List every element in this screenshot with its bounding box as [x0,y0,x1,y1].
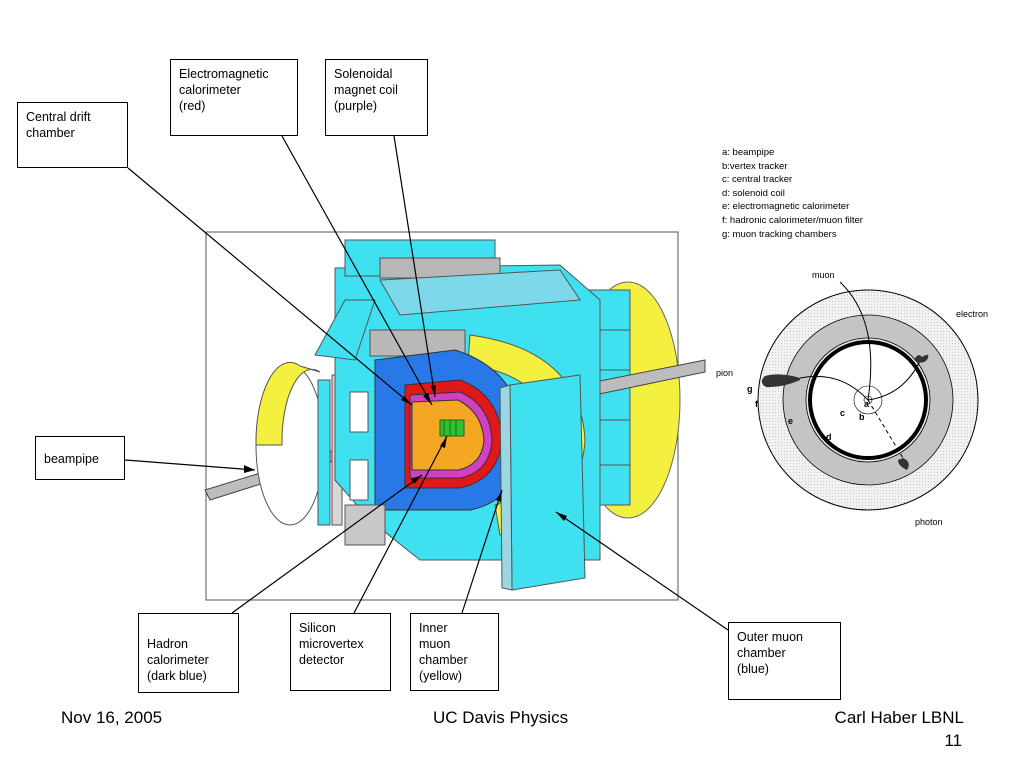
letter-e: e [788,416,793,426]
letter-g: g [747,384,753,394]
callout-outer-muon: Outer muon chamber (blue) [728,622,841,700]
label-electron: electron [956,309,988,319]
leader-lines [124,135,729,631]
footer-author: Carl Haber LBNL [834,708,964,727]
beampipe-ring [863,395,873,405]
callout-solenoid-coil: Solenoidal magnet coil (purple) [325,59,428,136]
vertex-ring [853,385,883,415]
letter-d: d [826,432,832,442]
callout-hadron-calorimeter: Hadron calorimeter (dark blue) [138,613,239,693]
letter-a: a [864,399,870,409]
pion-shower [761,374,800,388]
photon-track [867,399,904,459]
outer-muon-slab [499,374,586,591]
footer-date: Nov 16, 2005 [61,708,163,727]
legend-item: f: hadronic calorimeter/muon filter [722,214,863,226]
callout-beampipe: beampipe [35,436,125,480]
legend-item: a: beampipe [722,147,775,158]
callout-em-calorimeter: Electromagnetic calorimeter (red) [170,59,298,136]
legend-item: e: electromagnetic calorimeter [722,201,850,213]
legend-item: c: central tracker [722,174,793,186]
legend-item: d: solenoid coil [722,187,785,199]
callout-central-drift: Central drift chamber [17,102,128,168]
silicon-vertex-drawing [439,419,465,437]
legend-item: b:vertex tracker [722,160,788,172]
left-modules [344,391,386,546]
component-legend: a: beampipe b:vertex tracker c: central … [722,146,863,241]
footer-page-number: 11 [944,731,962,750]
label-muon: muon [812,270,835,280]
leader-arrowheads [244,385,567,521]
letter-c: c [840,408,845,418]
muon-track [839,281,872,401]
legend-item: g: muon tracking chambers [722,228,837,240]
letter-f: f [755,399,759,409]
label-pion: pion [716,368,733,378]
letter-b: b [859,412,865,422]
callout-silicon-vertex: Silicon microvertex detector [290,613,391,691]
footer-venue: UC Davis Physics [433,708,569,727]
electron-shower [914,354,929,363]
pion-track [799,375,869,401]
callout-inner-muon: Inner muon chamber (yellow) [410,613,499,691]
photon-shower [898,458,909,470]
electron-track [867,356,923,401]
label-photon: photon [915,517,943,527]
